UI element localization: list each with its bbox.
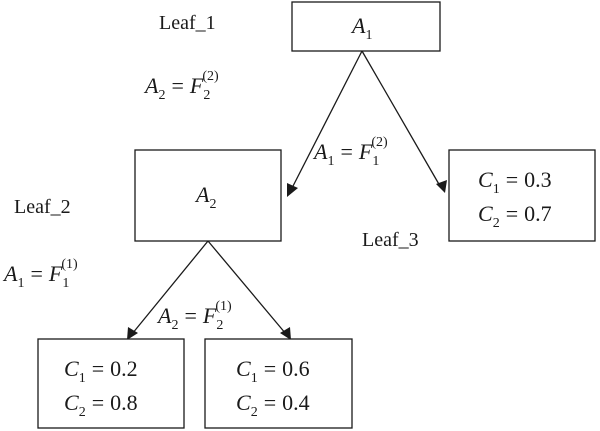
- bottom-left-leaf-c1: C1=0.2: [64, 356, 138, 386]
- root-node-label: A1: [350, 13, 372, 43]
- right-leaf-c1: C1=0.3: [478, 167, 552, 197]
- condition-mid-left: A1=F1(1): [2, 257, 78, 291]
- mid-node-label: A2: [194, 182, 216, 212]
- arrowhead-right-leaf: [436, 180, 447, 193]
- edge-root-to-right-leaf: [361, 50, 441, 187]
- bottom-right-leaf-node: [204, 338, 353, 429]
- arrowhead-mid: [287, 183, 298, 197]
- right-leaf-c2: C2=0.7: [478, 201, 552, 231]
- arrowhead-bottom-right: [280, 327, 291, 340]
- bottom-right-leaf-c1: C1=0.6: [236, 356, 310, 386]
- bottom-left-leaf-node: [37, 338, 185, 429]
- edge-root-to-mid: [290, 50, 363, 191]
- bottom-left-leaf-c2: C2=0.8: [64, 390, 138, 420]
- root-node: [291, 1, 441, 52]
- condition-root-to-mid: A1=F1(2): [312, 135, 388, 169]
- condition-top-left: A2=F2(2): [143, 69, 219, 103]
- right-leaf-node: [448, 149, 596, 242]
- leaf-1-label: Leaf_1: [159, 12, 216, 34]
- leaf-3-label: Leaf_3: [362, 229, 419, 251]
- leaf-2-label: Leaf_2: [14, 196, 71, 218]
- mid-node: [134, 149, 282, 242]
- edge-mid-to-bottom-right: [207, 240, 287, 335]
- condition-mid-to-bottom: A2=F2(1): [156, 299, 232, 333]
- bottom-right-leaf-c2: C2=0.4: [236, 390, 310, 420]
- arrowhead-bottom-left: [127, 327, 138, 340]
- edge-mid-to-bottom-left: [131, 240, 209, 335]
